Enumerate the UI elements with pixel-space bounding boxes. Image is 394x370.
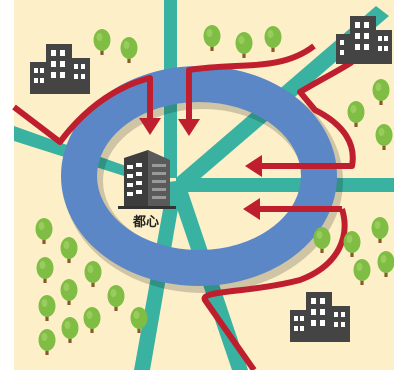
arrow-east-upper-head bbox=[245, 155, 262, 177]
building-icon-top-left bbox=[30, 44, 90, 94]
traffic-routes bbox=[12, 43, 356, 370]
traffic-arrowheads bbox=[139, 118, 262, 220]
city-center-label: 都心 bbox=[132, 214, 159, 229]
route-north bbox=[186, 43, 316, 121]
arrow-east-lower-head bbox=[243, 198, 260, 220]
building-icon-top-right bbox=[336, 16, 392, 64]
building-icon-bottom-right bbox=[290, 292, 350, 342]
ring-road bbox=[61, 66, 337, 286]
route-west bbox=[12, 75, 153, 145]
city-center-building-icon bbox=[118, 150, 176, 209]
route-south bbox=[201, 208, 348, 370]
route-east-upper bbox=[260, 59, 356, 169]
arrow-north-head bbox=[178, 119, 200, 136]
road-east bbox=[176, 178, 394, 192]
arrow-west-head bbox=[139, 118, 161, 135]
